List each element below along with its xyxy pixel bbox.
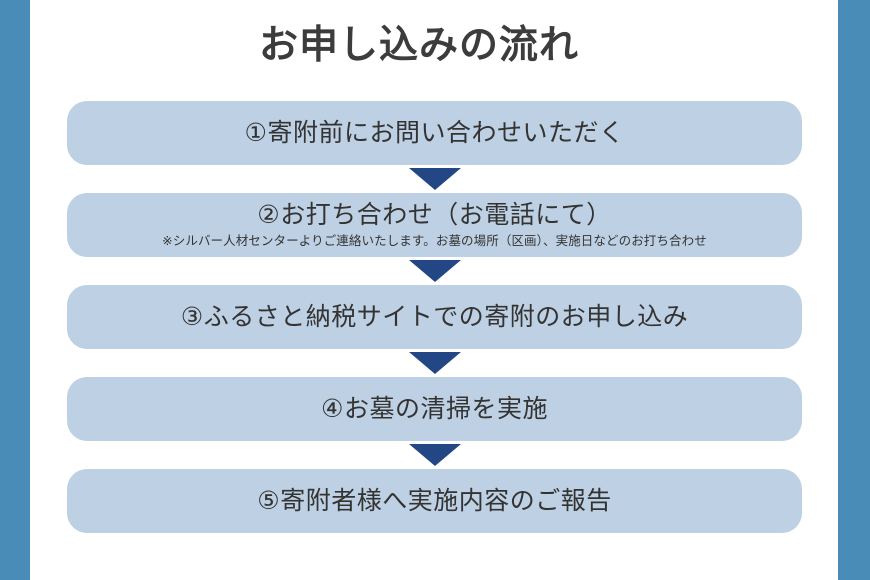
flow-step-4-label: ④お墓の清掃を実施: [321, 394, 548, 423]
diagram-content: お申し込みの流れ ①寄附前にお問い合わせいただく ②お打ち合わせ（お電話にて） …: [30, 0, 838, 580]
application-flow-list: ①寄附前にお問い合わせいただく ②お打ち合わせ（お電話にて） ※シルバー人材セン…: [67, 101, 802, 533]
flow-step-1: ①寄附前にお問い合わせいただく: [67, 101, 802, 165]
arrow-down-icon: [408, 260, 461, 282]
flow-step-3: ③ふるさと納税サイトでの寄附のお申し込み: [67, 285, 802, 349]
flow-connector-3: [67, 349, 802, 377]
flow-connector-4: [67, 441, 802, 469]
flow-connector-2: [67, 257, 802, 285]
right-accent-bar: [838, 0, 870, 580]
flow-step-5-label: ⑤寄附者様へ実施内容のご報告: [257, 486, 612, 515]
arrow-down-icon: [408, 444, 461, 466]
flow-step-1-label: ①寄附前にお問い合わせいただく: [244, 118, 625, 147]
flow-step-2: ②お打ち合わせ（お電話にて） ※シルバー人材センターよりご連絡いたします。お墓の…: [67, 193, 802, 257]
flow-step-5: ⑤寄附者様へ実施内容のご報告: [67, 469, 802, 533]
flow-step-4: ④お墓の清掃を実施: [67, 377, 802, 441]
left-accent-bar: [0, 0, 30, 580]
flow-step-2-note: ※シルバー人材センターよりご連絡いたします。お墓の場所（区画）、実施日などのお打…: [162, 233, 707, 248]
flow-step-2-label: ②お打ち合わせ（お電話にて）: [257, 201, 612, 230]
flow-step-3-label: ③ふるさと納税サイトでの寄附のお申し込み: [180, 302, 689, 331]
flow-connector-1: [67, 165, 802, 193]
arrow-down-icon: [408, 352, 461, 374]
page-title: お申し込みの流れ: [258, 24, 579, 67]
arrow-down-icon: [408, 168, 461, 190]
